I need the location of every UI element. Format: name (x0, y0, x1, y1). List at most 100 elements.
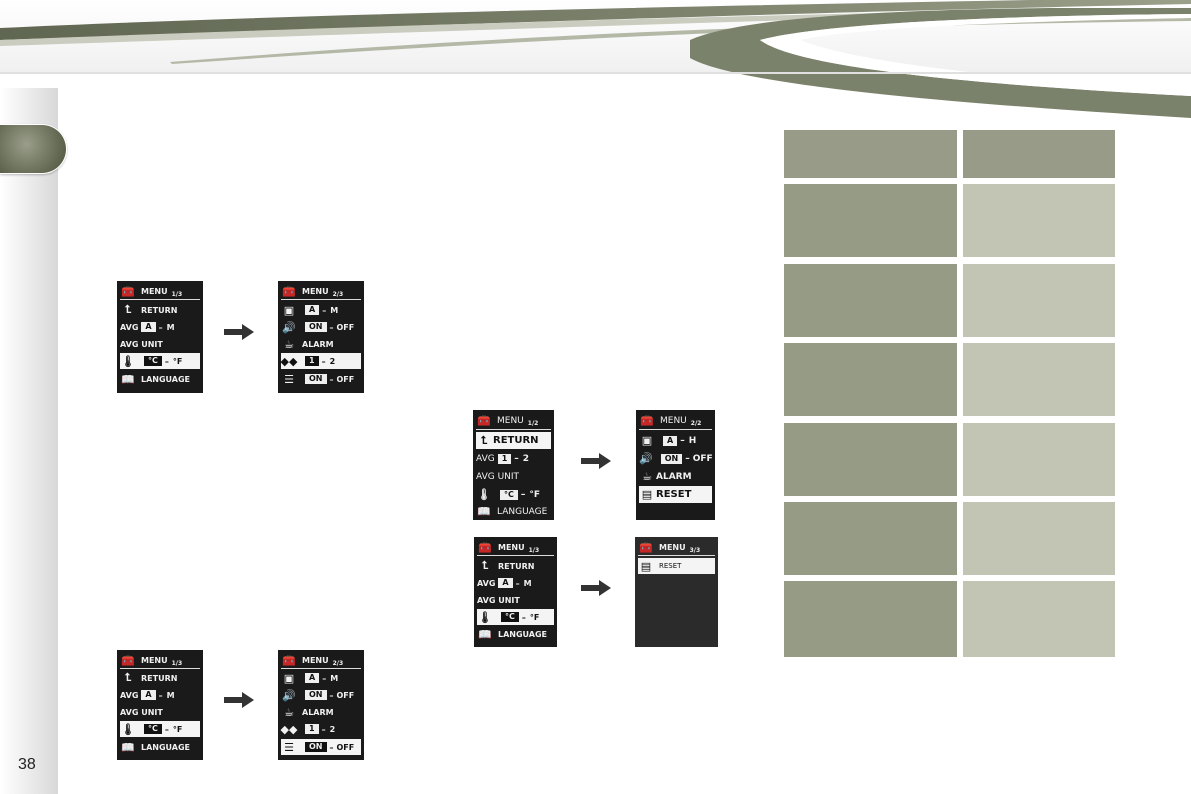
menu-title: MENU (302, 655, 329, 665)
table-cell-right-5 (963, 502, 1115, 575)
menu-title: MENU (498, 542, 525, 552)
dash: – (521, 612, 526, 622)
avg-option-a: A (498, 578, 513, 588)
lcd-row-lights: ☰ON–OFF (281, 371, 361, 387)
lcd-row-sound: 🔊ON–OFF (639, 450, 713, 467)
lcd-row-avg-unit: AVG UNIT (476, 468, 551, 485)
table-cell-left-3 (784, 343, 957, 416)
lcd-row-temperature: 🌡°C–°F (476, 486, 551, 503)
lcd-row-display: ▣A–M (281, 302, 361, 318)
page-indicator: 1/3 (171, 290, 183, 298)
lcd-row-avg-unit: AVG UNIT (120, 704, 200, 720)
unit-fahrenheit: °F (529, 612, 540, 622)
avg-unit-label: AVG UNIT (476, 471, 520, 482)
chapter-tab (0, 124, 67, 174)
alarm-label: ALARM (302, 339, 334, 349)
language-book-icon: 📖 (121, 372, 135, 386)
display-mode-icon: ▣ (283, 671, 295, 685)
option-m: M (330, 305, 339, 315)
lcd-row-pressure: ◆◆1–2 (281, 721, 361, 737)
dash: – (329, 742, 334, 752)
table-cell-right-4 (963, 423, 1115, 496)
page-indicator: 1/2 (527, 420, 539, 427)
return-arrow-icon: ⮤ (124, 303, 132, 316)
unit-celsius: °C (144, 356, 162, 366)
dash: – (680, 435, 685, 446)
option-on: ON (660, 453, 683, 464)
unit-fahrenheit: °F (172, 724, 183, 734)
pressure-arrows-icon: ◆◆ (280, 722, 298, 736)
page-indicator: 2/3 (332, 659, 344, 667)
reset-icon: ▤ (640, 559, 652, 573)
headlight-icon: ☰ (284, 740, 294, 754)
page-indicator: 2/3 (332, 290, 344, 298)
page-indicator: 3/3 (689, 546, 701, 554)
language-label: LANGUAGE (498, 629, 548, 639)
toolbox-icon: 🧰 (639, 540, 653, 554)
table-header-cell-left (784, 130, 957, 178)
lcd-row-reset: ▤ RESET (638, 558, 715, 574)
speaker-icon: 🔊 (282, 320, 296, 334)
pressure-arrows-icon: ◆◆ (280, 354, 298, 368)
language-book-icon: 📖 (477, 505, 491, 518)
lcd-row-pressure: ◆◆1–2 (281, 353, 361, 369)
dash: – (321, 356, 326, 366)
option-m: M (330, 673, 339, 683)
avg-option-m: M (523, 578, 532, 588)
page-indicator: 1/3 (171, 659, 183, 667)
lcd-row-alarm: ☕ALARM (639, 468, 712, 485)
option-2: 2 (329, 356, 336, 366)
return-label: RETURN (493, 435, 539, 446)
reset-label: RESET (656, 489, 692, 500)
right-arrow-icon (581, 453, 611, 469)
option-on: ON (305, 690, 327, 700)
table-cell-left-4 (784, 423, 957, 496)
dash: – (158, 690, 163, 700)
thermometer-icon: 🌡 (121, 722, 135, 736)
option-on: ON (305, 322, 327, 332)
avg-option-m: M (166, 322, 175, 332)
avg-label: AVG (477, 578, 496, 588)
option-a: A (663, 435, 678, 446)
dash: – (329, 374, 334, 384)
language-label: LANGUAGE (497, 506, 548, 517)
option-2: 2 (329, 724, 336, 734)
right-arrow-icon (224, 692, 254, 708)
dash: – (329, 690, 334, 700)
lcd-row-reset: ▤RESET (639, 486, 712, 503)
reset-label: RESET (659, 562, 682, 570)
avg-option-a: A (141, 322, 156, 332)
lcd-row-temperature: 🌡°C–°F (120, 353, 200, 369)
return-label: RETURN (498, 561, 535, 571)
option-off: OFF (336, 742, 355, 752)
dash: – (322, 673, 327, 683)
dash: – (164, 724, 169, 734)
lcd-row-sound: 🔊ON–OFF (281, 687, 361, 703)
avg-unit-label: AVG UNIT (120, 339, 163, 349)
avg-unit-label: AVG UNIT (477, 595, 520, 605)
option-off: OFF (336, 374, 355, 384)
avg-label: AVG (120, 690, 139, 700)
toolbox-icon: 🧰 (121, 284, 135, 298)
lcd-row-language: 📖LANGUAGE (120, 371, 200, 387)
avg-option-a: A (141, 690, 156, 700)
dash: – (158, 322, 163, 332)
lcd-row-language: 📖 LANGUAGE (476, 503, 551, 520)
alarm-cup-icon: ☕ (284, 705, 294, 719)
toolbox-icon: 🧰 (478, 540, 492, 554)
unit-celsius: °C (144, 724, 162, 734)
alarm-cup-icon: ☕ (642, 470, 652, 483)
language-label: LANGUAGE (141, 742, 191, 752)
lcd-row-avg-unit: AVG UNIT (120, 336, 200, 352)
language-book-icon: 📖 (478, 627, 492, 641)
dash: – (164, 356, 169, 366)
